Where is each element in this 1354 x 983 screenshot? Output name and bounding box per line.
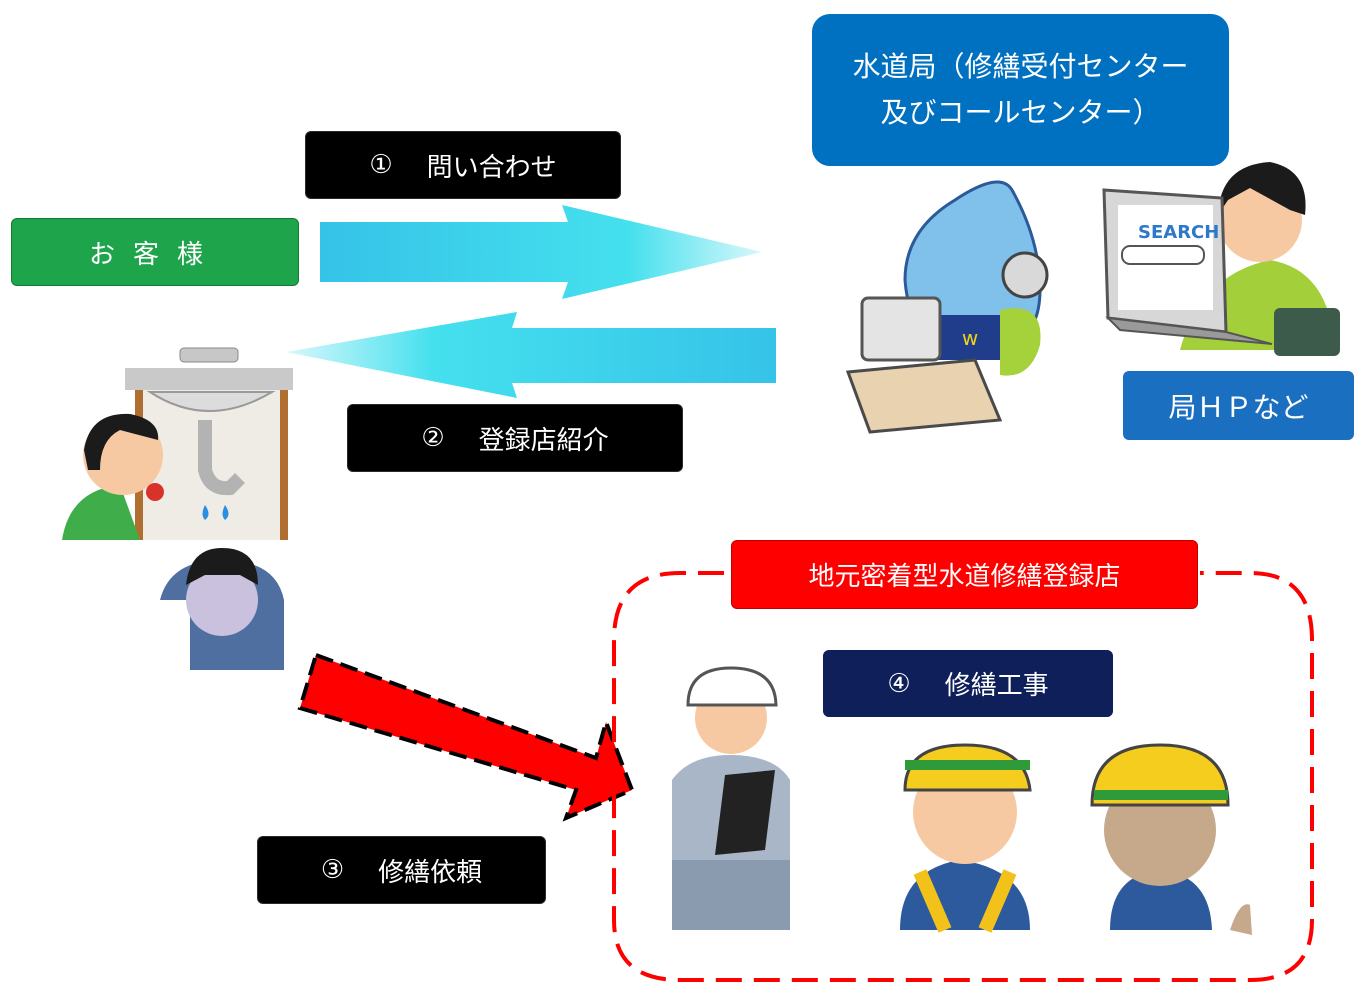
- man-at-sink-illustration: [62, 413, 164, 540]
- water-bureau-line1: 水道局（修繕受付センター: [852, 50, 1189, 83]
- inquiry-number: ①: [369, 150, 393, 180]
- search-text: SEARCH: [1138, 222, 1219, 243]
- repair-work-number: ④: [887, 668, 911, 699]
- cat-worker-illustration: [1090, 743, 1252, 935]
- repair-request-text: 修繕依頼: [378, 857, 483, 888]
- bureau-hp-text: 局ＨＰなど: [1168, 390, 1309, 424]
- repair-request-number: ③: [320, 855, 345, 885]
- repair-work-label: ④ 修繕工事: [823, 650, 1113, 717]
- water-bureau-label: 水道局（修繕受付センター 及びコールセンター）: [812, 14, 1229, 166]
- water-mascot-illustration: w: [845, 180, 1049, 434]
- worried-person-illustration: [160, 548, 284, 670]
- customer-text: お客様: [88, 239, 221, 270]
- person-at-laptop-illustration: SEARCH: [1102, 162, 1340, 356]
- referral-text: 登録店紹介: [478, 425, 609, 456]
- repair-work-text: 修繕工事: [944, 671, 1049, 701]
- inquiry-text: 問い合わせ: [426, 152, 557, 183]
- registered-store-group-border: [612, 571, 1314, 982]
- bureau-hp-label: 局ＨＰなど: [1123, 371, 1354, 440]
- registered-store-label: 地元密着型水道修繕登録店: [731, 540, 1198, 609]
- customer-label: お客様: [11, 218, 299, 286]
- foreman-illustration: [672, 666, 790, 930]
- repair-request-label: ③ 修繕依頼: [257, 836, 546, 904]
- mascot-badge-text: w: [962, 326, 978, 350]
- worker-illustration: [900, 743, 1032, 933]
- inquiry-label: ① 問い合わせ: [305, 131, 621, 199]
- registered-store-text: 地元密着型水道修繕登録店: [808, 562, 1121, 592]
- arrow-repair-request: [297, 652, 635, 822]
- referral-label: ② 登録店紹介: [347, 404, 683, 472]
- arrow-inquiry: [320, 205, 762, 299]
- arrow-referral: [286, 312, 776, 398]
- referral-number: ②: [421, 423, 445, 453]
- water-bureau-line2: 及びコールセンター）: [880, 96, 1161, 129]
